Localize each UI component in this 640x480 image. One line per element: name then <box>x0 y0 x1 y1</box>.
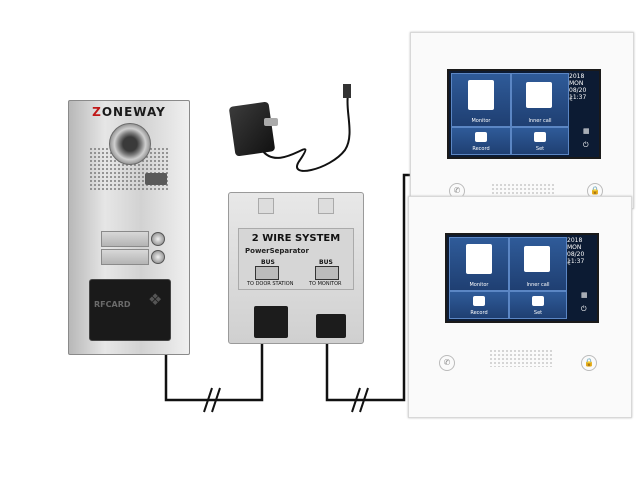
call-button-2[interactable] <box>151 250 165 264</box>
status-clock: 2018 MON 08/20 11:37 <box>567 237 597 265</box>
power-adapter <box>228 101 276 157</box>
plug-pins <box>264 118 278 126</box>
grid-icon[interactable]: ▦ <box>583 127 590 135</box>
monitor-bottom-screen: Monitor Inner call Record Set 2018 MON 0… <box>445 233 599 323</box>
tile-inner-call[interactable]: Inner call <box>509 237 567 291</box>
tile-monitor-label: Monitor <box>469 282 489 288</box>
status-clock: 2018 MON 08/20 11:37 <box>569 73 599 101</box>
name-plate-2 <box>101 249 149 265</box>
separator-subtitle: PowerSeparator <box>245 247 309 255</box>
mount-tab-right <box>318 198 334 214</box>
tile-monitor-label: Monitor <box>471 118 491 124</box>
wire-separator-to-monitor <box>325 173 412 402</box>
brand-logo: ZONEWAY <box>92 105 166 119</box>
tile-record-label: Record <box>470 310 488 316</box>
power-icon[interactable]: ⏻ <box>583 141 589 149</box>
caption-to-door-station: TO DOOR STATION <box>247 281 294 287</box>
tile-record[interactable]: Record <box>451 127 511 155</box>
terminal-door-station <box>255 266 279 280</box>
mount-tab-left <box>258 198 274 214</box>
power-separator: 2 WIRE SYSTEM PowerSeparator BUS BUS TO … <box>228 192 364 344</box>
gear-icon <box>534 132 546 142</box>
monitor-top-screen: Monitor Inner call Record Set 2018 MON 0… <box>447 69 601 159</box>
tile-record-label: Record <box>472 146 490 152</box>
separator-label: 2 WIRE SYSTEM PowerSeparator BUS BUS TO … <box>238 228 354 290</box>
house-icon <box>524 246 550 272</box>
gear-icon <box>532 296 544 306</box>
name-plate-1 <box>101 231 149 247</box>
house-icon <box>526 82 552 108</box>
grid-icon[interactable]: ▦ <box>581 291 588 299</box>
tile-set-label: Set <box>535 146 545 152</box>
wire-break-mark-right-2 <box>359 387 369 413</box>
tile-monitor[interactable]: Monitor <box>449 237 509 291</box>
tile-set-label: Set <box>533 310 543 316</box>
separator-title: 2 WIRE SYSTEM <box>251 233 341 244</box>
tile-set[interactable]: Set <box>509 291 567 319</box>
adapter-cable <box>261 94 351 172</box>
camera-led-strip <box>145 173 167 185</box>
wire-break-mark-right-1 <box>351 387 361 413</box>
call-button-1[interactable] <box>151 232 165 246</box>
tile-inner-call-label: Inner call <box>528 118 552 124</box>
rfid-reader[interactable]: RFCARD ❖ <box>89 279 171 341</box>
wire-door-to-separator <box>164 340 264 402</box>
moon-icon: ☾ <box>567 259 574 267</box>
tile-set[interactable]: Set <box>511 127 569 155</box>
monitor-bottom-speaker <box>489 349 553 367</box>
person-icon <box>466 244 492 274</box>
clock-year-weekday: 2018 MON <box>569 73 585 87</box>
bus-label-right: BUS <box>319 259 333 266</box>
rfid-label: RFCARD <box>94 300 131 309</box>
tile-record[interactable]: Record <box>449 291 509 319</box>
output-terminal-block <box>254 306 288 338</box>
tile-inner-call-label: Inner call <box>526 282 550 288</box>
person-icon <box>468 80 494 110</box>
play-icon <box>473 296 485 306</box>
door-station: ZONEWAY RFCARD ❖ <box>68 100 190 355</box>
input-terminal-block <box>316 314 346 338</box>
clock-year-weekday: 2018 MON <box>567 237 583 251</box>
monitor-top: Monitor Inner call Record Set 2018 MON 0… <box>410 32 634 209</box>
lock-icon[interactable]: 🔒 <box>581 355 597 371</box>
camera-icon <box>109 123 151 165</box>
power-icon[interactable]: ⏻ <box>581 305 587 313</box>
clock-date: 08/20 <box>567 251 585 258</box>
tile-inner-call[interactable]: Inner call <box>511 73 569 127</box>
clock-time: 11:37 <box>569 94 587 101</box>
wire-break-mark-left-1 <box>203 387 213 413</box>
adapter-plug <box>343 84 351 98</box>
bus-label-left: BUS <box>261 259 275 266</box>
clock-date: 08/20 <box>569 87 587 94</box>
play-icon <box>475 132 487 142</box>
terminal-monitor <box>315 266 339 280</box>
moon-icon: ☾ <box>569 95 576 103</box>
monitor-top-speaker <box>491 183 555 199</box>
caption-to-monitor: TO MONITOR <box>309 281 342 287</box>
rfid-card-icon: ❖ <box>148 290 163 309</box>
tile-monitor[interactable]: Monitor <box>451 73 511 127</box>
wire-break-mark-left-2 <box>211 387 221 413</box>
monitor-bottom: Monitor Inner call Record Set 2018 MON 0… <box>408 196 632 418</box>
phone-icon[interactable]: ✆ <box>439 355 455 371</box>
clock-time: 11:37 <box>567 258 585 265</box>
